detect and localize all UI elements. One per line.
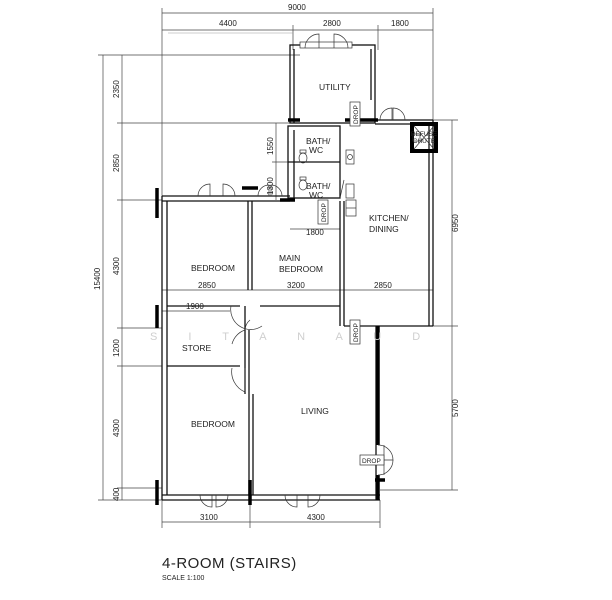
bath-fixtures [298, 133, 421, 217]
room-bath1-b: WC [309, 145, 323, 155]
dim-top-total: 9000 [288, 3, 306, 12]
room-main-bedroom-b: BEDROOM [279, 264, 323, 274]
plan-scale: SCALE 1:100 [162, 575, 205, 582]
dim-row-3200: 3200 [287, 281, 305, 290]
dim-bath-1550: 1550 [266, 137, 275, 155]
dim-right-1: 6950 [451, 214, 460, 232]
room-kitchen-b: DINING [369, 224, 399, 234]
dim-bath-1800: 1800 [306, 228, 324, 237]
drop-label-3: DROP [353, 323, 360, 342]
dim-row-2850a: 2850 [198, 281, 216, 290]
room-kitchen-a: KITCHEN/ [369, 213, 409, 223]
drop-label-1: DROP [353, 105, 360, 124]
dim-bath-1300: 1300 [266, 177, 275, 195]
dim-top-1: 4400 [219, 19, 237, 28]
room-store: STORE [182, 343, 211, 353]
room-living: LIVING [301, 406, 329, 416]
walls [161, 41, 434, 501]
dim-top-2: 2800 [323, 19, 341, 28]
dim-left-5: 4300 [112, 419, 121, 437]
dim-bottom-2: 4300 [307, 513, 325, 522]
room-bath2-a: BATH/ [306, 181, 331, 191]
room-utility: UTILITY [319, 82, 351, 92]
dim-row-2850b: 2850 [374, 281, 392, 290]
watermark: S I T A N A U D [150, 331, 434, 343]
drop-label-2: DROP [321, 203, 328, 222]
refuse-label-a: REFUSE [411, 131, 438, 138]
room-bath1-a: BATH/ [306, 136, 331, 146]
refuse-label-b: CHUTE [413, 138, 436, 145]
drop-labels: DROP DROP DROP DROP [317, 101, 385, 466]
drop-label-4: DROP [362, 458, 381, 465]
dimension-lines [98, 8, 458, 528]
doors-windows [197, 33, 406, 508]
dim-left-6: 400 [112, 487, 121, 501]
room-bedroom-2: BEDROOM [191, 419, 235, 429]
room-bath2-b: WC [309, 190, 323, 200]
plan-title: 4-ROOM (STAIRS) [162, 555, 297, 572]
refuse-chute: REFUSE CHUTE [410, 122, 438, 153]
dim-right-2: 5700 [451, 399, 460, 417]
dim-left-total: 15400 [93, 267, 102, 290]
dim-left-1: 2350 [112, 80, 121, 98]
dim-left-2: 2850 [112, 154, 121, 172]
dim-store-1900: 1900 [186, 302, 204, 311]
thick-walls [155, 118, 385, 505]
dimension-labels: 9000 4400 2800 1800 15400 2350 2850 4300… [93, 3, 460, 522]
dim-left-4: 1200 [112, 339, 121, 357]
room-labels: UTILITY BATH/ WC BATH/ WC KITCHEN/ DININ… [182, 82, 409, 429]
room-bedroom-1: BEDROOM [191, 263, 235, 273]
dim-left-3: 4300 [112, 257, 121, 275]
dim-bottom-1: 3100 [200, 513, 218, 522]
dim-top-3: 1800 [391, 19, 409, 28]
room-main-bedroom-a: MAIN [279, 253, 300, 263]
